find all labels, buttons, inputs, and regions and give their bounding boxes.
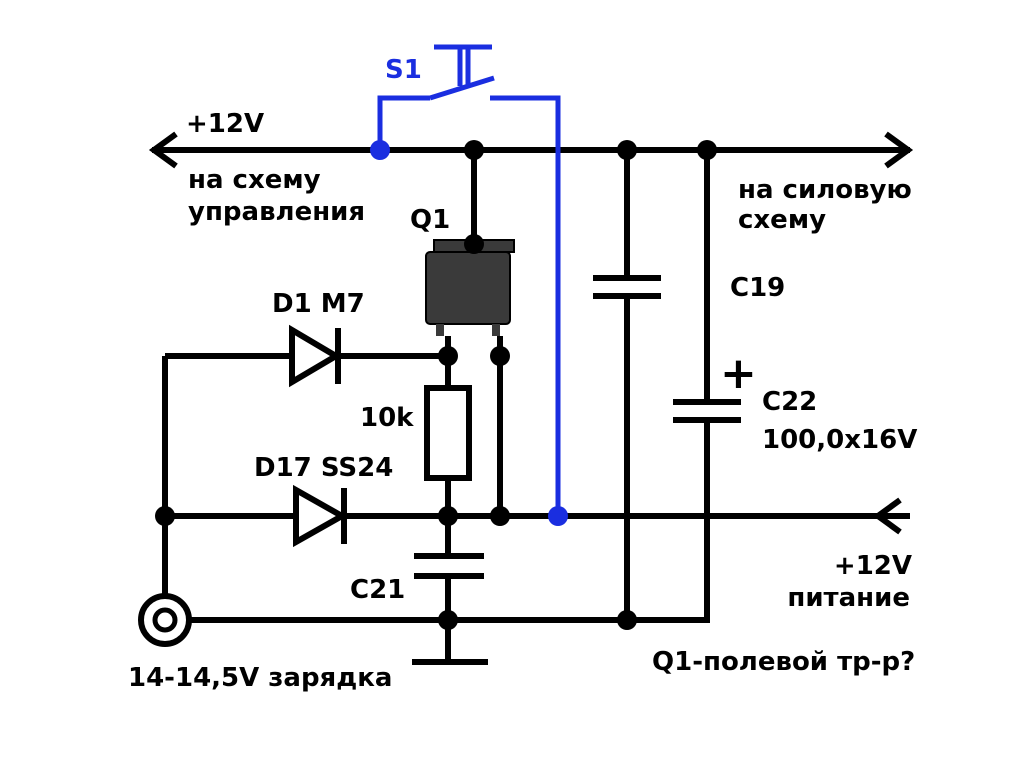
label-c21: C21 (350, 575, 405, 605)
q1-transistor (425, 239, 515, 352)
s1-switch (377, 44, 561, 516)
label-to-power-1: на силовую (738, 175, 912, 205)
junction-dot (438, 506, 458, 526)
label-c22-value: 100,0x16V (762, 425, 917, 455)
resistor-10k (424, 356, 472, 516)
label-c22-plus: + (720, 348, 757, 399)
junction-dot (548, 506, 568, 526)
label-to-control-1: на схему (188, 165, 321, 195)
q1-drain-pin (464, 234, 484, 254)
label-plus12v-bottom: +12V (834, 551, 912, 581)
label-resistor-10k: 10k (360, 403, 414, 433)
junction-dot (438, 610, 458, 630)
label-c19: C19 (730, 273, 785, 303)
junction-dot (697, 140, 717, 160)
label-q1-note: Q1-полевой тр-р? (652, 647, 915, 677)
d1-diode-symbol (289, 324, 342, 388)
junction-dot (490, 506, 510, 526)
charge-jack (138, 593, 192, 647)
q1-source-pin (490, 346, 510, 366)
top-rail (148, 131, 914, 169)
label-d17: D17 SS24 (254, 453, 393, 483)
q1-gate-pin (438, 346, 458, 366)
label-s1: S1 (385, 55, 422, 85)
bottom-rail (165, 497, 910, 535)
label-plus12v-top: +12V (186, 109, 264, 139)
label-c22: C22 (762, 387, 817, 417)
label-q1: Q1 (410, 205, 450, 235)
label-charger: 14-14,5V зарядка (128, 663, 392, 693)
c19-capacitor (593, 150, 661, 620)
d17-diode-symbol (293, 484, 349, 548)
label-to-control-2: управления (188, 197, 365, 227)
label-d1: D1 M7 (272, 289, 365, 319)
junction-dot (370, 140, 390, 160)
junction-dot (617, 610, 637, 630)
label-to-power-2: схему (738, 205, 826, 235)
c22-capacitor (673, 150, 741, 620)
junction-dot (464, 140, 484, 160)
label-supply: питание (787, 583, 910, 613)
junction-dot (617, 140, 637, 160)
c21-capacitor (414, 516, 484, 662)
junction-dot (155, 506, 175, 526)
